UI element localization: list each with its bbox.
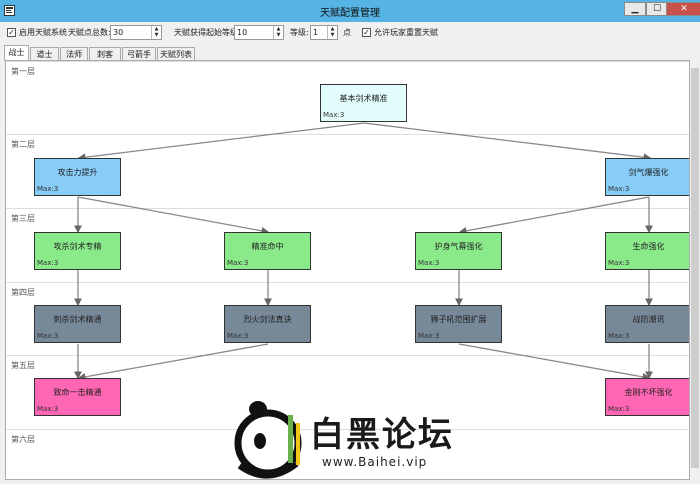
talent-node-thrust[interactable]: 刺杀剑术精通 Max:3 xyxy=(34,305,121,343)
tab-archer[interactable]: 弓箭手 xyxy=(122,47,156,61)
layer-divider xyxy=(6,429,689,430)
talent-max: Max:3 xyxy=(227,259,249,267)
stepper-arrows-icon[interactable]: ▲▼ xyxy=(273,26,283,39)
talent-max: Max:3 xyxy=(37,259,59,267)
title-bar: 天赋配置管理 ▁ ☐ ✕ xyxy=(0,0,700,22)
layer-label: 第一层 xyxy=(11,67,35,76)
watermark: 白黑论坛 www.Baihei.vip xyxy=(230,395,490,480)
grade-label: 等级: xyxy=(290,28,309,37)
stepper-arrows-icon[interactable]: ▲▼ xyxy=(327,26,337,39)
layer-label: 第二层 xyxy=(11,140,35,149)
talent-max: Max:3 xyxy=(608,405,630,413)
tab-warrior[interactable]: 战士 xyxy=(4,45,29,61)
talent-node-life[interactable]: 生命强化 Max:3 xyxy=(605,232,689,270)
allow-reset-label: 允许玩家重置天赋 xyxy=(374,28,438,37)
talent-node-attack-boost[interactable]: 攻击力提升 Max:3 xyxy=(34,158,121,196)
window-title: 天赋配置管理 xyxy=(320,8,380,19)
talent-max: Max:3 xyxy=(227,332,249,340)
scrollbar-thumb[interactable] xyxy=(691,68,699,468)
talent-name: 战防潮讯 xyxy=(632,315,665,324)
total-points-stepper[interactable]: 30 ▲▼ xyxy=(110,25,162,40)
talent-name: 烈火剑法真诀 xyxy=(243,315,292,324)
talent-name: 狮子吼范围扩展 xyxy=(430,315,487,324)
talent-name: 攻杀剑术专精 xyxy=(53,242,102,251)
layer-label: 第六层 xyxy=(11,435,35,444)
settings-toolbar: ✓ 启用天赋系统 天赋点总数: 30 ▲▼ 天赋获得起始等级: 10 ▲▼ 等级… xyxy=(0,22,700,44)
layer-divider xyxy=(6,355,689,356)
talent-tree-canvas: 第一层 第二层 第三层 第四层 第五层 第六层 xyxy=(5,60,690,480)
stepper-arrows-icon[interactable]: ▲▼ xyxy=(151,26,161,39)
layer-label: 第四层 xyxy=(11,288,35,297)
grade-value: 1 xyxy=(313,28,319,37)
minimize-button[interactable]: ▁ xyxy=(624,2,646,16)
enable-talent-checkbox[interactable]: ✓ xyxy=(7,28,16,37)
talent-node-fire-sword[interactable]: 烈火剑法真诀 Max:3 xyxy=(224,305,311,343)
talent-name: 生命强化 xyxy=(632,242,665,251)
talent-node-lion-roar[interactable]: 狮子吼范围扩展 Max:3 xyxy=(415,305,502,343)
talent-max: Max:3 xyxy=(608,332,630,340)
talent-node-precision[interactable]: 精准命中 Max:3 xyxy=(224,232,311,270)
talent-node-battle-defense[interactable]: 战防潮讯 Max:3 xyxy=(605,305,689,343)
app-icon xyxy=(4,5,15,16)
talent-node-diamond[interactable]: 金刚不坏强化 Max:3 xyxy=(605,378,689,416)
watermark-text: 白黑论坛 xyxy=(310,415,454,455)
grade-stepper[interactable]: 1 ▲▼ xyxy=(310,25,338,40)
talent-name: 致命一击精通 xyxy=(53,388,102,397)
talent-max: Max:3 xyxy=(418,332,440,340)
points-unit-label: 点 xyxy=(343,28,351,37)
tab-mage[interactable]: 法师 xyxy=(60,47,88,61)
talent-max: Max:3 xyxy=(37,332,59,340)
talent-links xyxy=(74,122,653,381)
talent-max: Max:3 xyxy=(608,185,630,193)
start-level-value: 10 xyxy=(237,28,248,37)
close-button[interactable]: ✕ xyxy=(666,2,700,16)
maximize-button[interactable]: ☐ xyxy=(646,2,668,16)
panda-logo-icon xyxy=(234,401,302,479)
layer-label: 第五层 xyxy=(11,361,35,370)
talent-node-sword-aura[interactable]: 剑气爆强化 Max:3 xyxy=(605,158,689,196)
talent-name: 剑气爆强化 xyxy=(628,168,669,177)
vertical-scrollbar[interactable] xyxy=(690,60,700,480)
talent-name: 刺杀剑术精通 xyxy=(53,315,102,324)
talent-name: 金刚不坏强化 xyxy=(624,388,673,397)
talent-name: 精准命中 xyxy=(251,242,284,251)
talent-max: Max:3 xyxy=(323,111,345,119)
talent-node-attack-sword[interactable]: 攻杀剑术专精 Max:3 xyxy=(34,232,121,270)
talent-max: Max:3 xyxy=(37,185,59,193)
talent-max: Max:3 xyxy=(37,405,59,413)
talent-max: Max:3 xyxy=(418,259,440,267)
start-level-label: 天赋获得起始等级: xyxy=(174,28,241,37)
layer-label: 第三层 xyxy=(11,214,35,223)
tab-taoist[interactable]: 道士 xyxy=(30,47,59,61)
tab-assassin[interactable]: 刺客 xyxy=(89,47,121,61)
allow-reset-checkbox[interactable]: ✓ xyxy=(362,28,371,37)
talent-node-critical[interactable]: 致命一击精通 Max:3 xyxy=(34,378,121,416)
tab-talent-list[interactable]: 天赋列表 xyxy=(157,47,195,61)
talent-max: Max:3 xyxy=(608,259,630,267)
layer-divider xyxy=(6,208,689,209)
talent-name: 护身气幕强化 xyxy=(434,242,483,251)
talent-name: 攻击力提升 xyxy=(57,168,98,177)
layer-divider xyxy=(6,134,689,135)
total-points-label: 天赋点总数: xyxy=(68,28,111,37)
watermark-url: www.Baihei.vip xyxy=(322,455,428,469)
layer-divider xyxy=(6,61,689,62)
enable-talent-label: 启用天赋系统 xyxy=(19,28,67,37)
talent-node-root[interactable]: 基本剑术精准 Max:3 xyxy=(320,84,407,122)
layer-divider xyxy=(6,282,689,283)
talent-node-shield[interactable]: 护身气幕强化 Max:3 xyxy=(415,232,502,270)
start-level-stepper[interactable]: 10 ▲▼ xyxy=(234,25,284,40)
total-points-value: 30 xyxy=(113,28,124,37)
talent-name: 基本剑术精准 xyxy=(339,94,388,103)
